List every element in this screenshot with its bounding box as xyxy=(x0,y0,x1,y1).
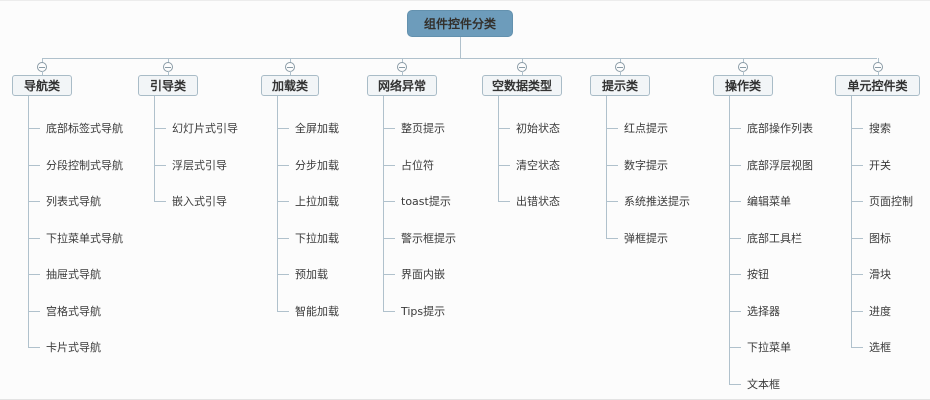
connector xyxy=(743,58,744,63)
leaf-node[interactable]: 整页提示 xyxy=(383,118,445,138)
leaf-node[interactable]: 抽屉式导航 xyxy=(28,264,101,284)
leaf-node[interactable]: 预加载 xyxy=(277,264,328,284)
leaf-node[interactable]: 按钮 xyxy=(729,264,769,284)
connector xyxy=(498,96,499,201)
branch-node[interactable]: 操作类 xyxy=(713,75,773,96)
leaf-node[interactable]: 嵌入式引导 xyxy=(154,191,227,211)
connector xyxy=(28,96,29,347)
connector xyxy=(290,58,291,63)
leaf-node[interactable]: 选框 xyxy=(851,337,891,357)
branch-label: 加载类 xyxy=(271,79,308,93)
leaf-node[interactable]: 文本框 xyxy=(729,374,780,394)
leaf-node[interactable]: 初始状态 xyxy=(498,118,560,138)
branch-label: 空数据类型 xyxy=(491,79,552,93)
leaf-node[interactable]: 分段控制式导航 xyxy=(28,155,123,175)
leaf-node[interactable]: 占位符 xyxy=(383,155,434,175)
branch-label: 网络异常 xyxy=(377,79,426,93)
leaf-node[interactable]: 上拉加载 xyxy=(277,191,339,211)
branch-label: 导航类 xyxy=(23,79,60,93)
main-connector xyxy=(42,58,877,59)
leaf-node[interactable]: toast提示 xyxy=(383,191,451,211)
leaf-node[interactable]: 下拉菜单 xyxy=(729,337,791,357)
connector xyxy=(851,96,852,347)
leaf-node[interactable]: 底部工具栏 xyxy=(729,228,802,248)
leaf-node[interactable]: 弹框提示 xyxy=(606,228,668,248)
leaf-node[interactable]: 界面内嵌 xyxy=(383,264,445,284)
connector xyxy=(522,71,523,75)
leaf-node[interactable]: 下拉菜单式导航 xyxy=(28,228,123,248)
branch-node[interactable]: 提示类 xyxy=(590,75,650,96)
leaf-node[interactable]: 开关 xyxy=(851,155,891,175)
leaf-node[interactable]: Tips提示 xyxy=(383,301,445,321)
leaf-node[interactable]: 出错状态 xyxy=(498,191,560,211)
branch-node[interactable]: 加载类 xyxy=(261,75,319,96)
leaf-node[interactable]: 搜索 xyxy=(851,118,891,138)
leaf-node[interactable]: 底部操作列表 xyxy=(729,118,813,138)
root-connector xyxy=(460,37,461,58)
leaf-node[interactable]: 图标 xyxy=(851,228,891,248)
leaf-node[interactable]: 滑块 xyxy=(851,264,891,284)
branch-node[interactable]: 导航类 xyxy=(12,75,72,96)
leaf-node[interactable]: 编辑菜单 xyxy=(729,191,791,211)
leaf-node[interactable]: 浮层式引导 xyxy=(154,155,227,175)
branch-node[interactable]: 空数据类型 xyxy=(482,75,562,96)
branch-node[interactable]: 引导类 xyxy=(138,75,198,96)
leaf-node[interactable]: 全屏加载 xyxy=(277,118,339,138)
leaf-node[interactable]: 列表式导航 xyxy=(28,191,101,211)
leaf-node[interactable]: 选择器 xyxy=(729,301,780,321)
leaf-node[interactable]: 底部浮层视图 xyxy=(729,155,813,175)
connector xyxy=(42,58,43,63)
branch-label: 提示类 xyxy=(601,79,638,93)
leaf-node[interactable]: 分步加载 xyxy=(277,155,339,175)
leaf-node[interactable]: 系统推送提示 xyxy=(606,191,690,211)
connector xyxy=(168,58,169,63)
connector xyxy=(620,58,621,63)
connector xyxy=(402,71,403,75)
leaf-node[interactable]: 清空状态 xyxy=(498,155,560,175)
leaf-node[interactable]: 页面控制 xyxy=(851,191,913,211)
root-node[interactable]: 组件控件分类 xyxy=(407,10,513,37)
leaf-node[interactable]: 智能加载 xyxy=(277,301,339,321)
branch-label: 单元控件类 xyxy=(847,79,908,93)
leaf-node[interactable]: 进度 xyxy=(851,301,891,321)
root-label: 组件控件分类 xyxy=(423,17,496,31)
connector xyxy=(154,96,155,201)
branch-node[interactable]: 网络异常 xyxy=(367,75,437,96)
branch-label: 操作类 xyxy=(724,79,761,93)
leaf-node[interactable]: 幻灯片式引导 xyxy=(154,118,238,138)
connector xyxy=(290,71,291,75)
connector xyxy=(42,71,43,75)
leaf-node[interactable]: 底部标签式导航 xyxy=(28,118,123,138)
branch-node[interactable]: 单元控件类 xyxy=(835,75,920,96)
connector xyxy=(877,58,879,63)
connector xyxy=(168,71,169,75)
leaf-node[interactable]: 下拉加载 xyxy=(277,228,339,248)
connector xyxy=(620,71,621,75)
connector xyxy=(743,71,744,75)
connector xyxy=(522,58,523,63)
leaf-node[interactable]: 卡片式导航 xyxy=(28,337,101,357)
leaf-node[interactable]: 数字提示 xyxy=(606,155,668,175)
leaf-node[interactable]: 红点提示 xyxy=(606,118,668,138)
leaf-node[interactable]: 警示框提示 xyxy=(383,228,456,248)
leaf-node[interactable]: 宫格式导航 xyxy=(28,301,101,321)
branch-label: 引导类 xyxy=(149,79,186,93)
connector xyxy=(877,71,879,75)
connector xyxy=(402,58,403,63)
